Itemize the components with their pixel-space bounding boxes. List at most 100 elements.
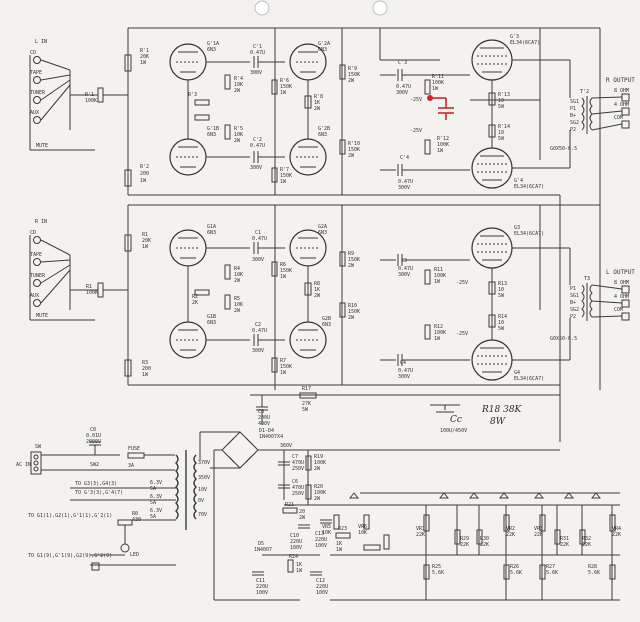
r5-watt: 2W bbox=[234, 308, 241, 314]
rp10-val: 150K bbox=[348, 147, 360, 153]
c12-ref: C13 bbox=[315, 531, 324, 537]
rp4-ref: R'4 bbox=[234, 76, 243, 82]
r1-ref: R1 bbox=[142, 232, 148, 238]
right-jack-cd: CD bbox=[30, 230, 41, 244]
t3-tap-p2: P2 bbox=[570, 314, 576, 320]
left-jack-aux: AUX bbox=[30, 110, 41, 124]
heater-1-label: TO G3(3),G4(3) bbox=[75, 481, 117, 487]
r5-val: 10K bbox=[234, 302, 243, 308]
c7-ref: C7 bbox=[292, 454, 298, 460]
r21-val: 20 bbox=[299, 509, 305, 515]
right-jack-tuner-label: TUNER bbox=[30, 273, 46, 279]
r19-ref: R19 bbox=[314, 454, 323, 460]
rp13-watt: 5W bbox=[498, 104, 505, 110]
c4-ref: C4 bbox=[400, 360, 406, 366]
l-output-title: L OUTPUT bbox=[606, 269, 635, 276]
rp14-ref: R'14 bbox=[498, 124, 510, 130]
r28-val: 5.6K bbox=[588, 570, 600, 576]
c10-ref: C10 bbox=[290, 533, 299, 539]
r29-ref: R29 bbox=[460, 536, 469, 542]
r20-ref: R20 bbox=[314, 484, 323, 490]
tube-g4-type: EL34(6CA7) bbox=[514, 376, 544, 382]
cp4-volt: 300V bbox=[398, 185, 410, 191]
left-mute-label: MUTE bbox=[36, 143, 48, 149]
rp11-watt: 1W bbox=[432, 86, 439, 92]
r8-ref: R8 bbox=[314, 281, 320, 287]
r17-val: 27K bbox=[302, 401, 311, 407]
rp13-ref: R'13 bbox=[498, 92, 510, 98]
tube-g1b-ref: G1B bbox=[207, 314, 216, 320]
r25-ref: R25 bbox=[432, 564, 441, 570]
punch-hole-left bbox=[254, 0, 270, 16]
tube-g2b-ref: G2B bbox=[322, 316, 331, 322]
r1-watt: 1W bbox=[142, 244, 149, 250]
r3-watt: 1W bbox=[142, 372, 149, 378]
right-input-title: R IN bbox=[35, 219, 47, 225]
tube-g1a-ref: G1A bbox=[207, 224, 216, 230]
l-output-8ohm: 8 OHM bbox=[614, 280, 629, 286]
r24-ref: R24 bbox=[289, 554, 298, 560]
l-output-terminal-8 bbox=[621, 285, 630, 294]
r14-ref: R14 bbox=[498, 314, 507, 320]
r14-val: 10 bbox=[498, 320, 504, 326]
rp10-watt: 2W bbox=[348, 153, 355, 159]
rp8-watt: 2W bbox=[314, 106, 321, 112]
tap-10v: 10V bbox=[198, 487, 207, 493]
right-jack-cd-label: CD bbox=[30, 230, 36, 236]
tube-g2a-ref: G2A bbox=[318, 224, 327, 230]
r19-val: 100K bbox=[314, 460, 326, 466]
d5-ref: D5 bbox=[258, 541, 264, 547]
rp4-val: 10K bbox=[234, 82, 243, 88]
tube-g3: G3 EL34(6CA7) bbox=[471, 225, 544, 269]
c6-val: 470U bbox=[292, 485, 304, 491]
rp2-val: 200 bbox=[140, 171, 149, 177]
r11-val: 100K bbox=[434, 273, 446, 279]
sw2-label: SW2 bbox=[90, 462, 99, 468]
tube-gp2a-type: 6N3 bbox=[318, 47, 327, 53]
rp12-val: 100K bbox=[437, 142, 449, 148]
rp10-ref: R'10 bbox=[348, 141, 360, 147]
right-jack-aux-label: AUX bbox=[30, 293, 39, 299]
r10-watt: 2W bbox=[348, 315, 355, 321]
r23-ref: R23 bbox=[338, 526, 347, 532]
r32-val: 22K bbox=[582, 542, 591, 548]
c3-ref: C3 bbox=[401, 258, 407, 264]
tube-gp2a-ref: G'2A bbox=[318, 41, 330, 47]
right-volume-pot-value: 100K bbox=[86, 290, 98, 296]
bridge-rectifier: D1-D4 1N4007X4 bbox=[221, 428, 283, 469]
tube-g1a-type: 6N3 bbox=[207, 230, 216, 236]
c11-volt: 100V bbox=[256, 590, 268, 596]
rp8-ref: R'8 bbox=[314, 94, 323, 100]
tube-g2b-type: 6N3 bbox=[322, 322, 331, 328]
c0-volt: 2000V bbox=[86, 439, 101, 445]
cp4-val: 0.47U bbox=[398, 179, 413, 185]
bias-label-2: -25V bbox=[410, 128, 422, 134]
rp7-ref: R'7 bbox=[280, 167, 289, 173]
tube-g2a-type: 6N3 bbox=[318, 230, 327, 236]
c6-volt: 250V bbox=[292, 491, 304, 497]
vr1-ref: VR1 bbox=[416, 526, 425, 532]
vr1-val: 22K bbox=[416, 532, 425, 538]
c8-ref: C8 bbox=[258, 409, 264, 415]
tube-g2a: G2A 6N3 bbox=[289, 224, 327, 267]
led-label: LED bbox=[130, 552, 139, 558]
r-output-terminal-8 bbox=[621, 93, 630, 102]
r6-val: 150K bbox=[280, 268, 292, 274]
vr6-ref: VR6 bbox=[358, 524, 367, 530]
rp3-ref: R'3 bbox=[188, 92, 197, 98]
c3-volt: 300V bbox=[398, 272, 410, 278]
r-output-8ohm: 8 OHM bbox=[614, 88, 629, 94]
r4-watt: 2W bbox=[234, 278, 241, 284]
r7-val: 150K bbox=[280, 364, 292, 370]
tube-gp1a: G'1A 6N3 bbox=[169, 41, 219, 81]
tube-gp2b-type: 6N3 bbox=[318, 132, 327, 138]
c1-volt: 300V bbox=[252, 257, 264, 263]
tp2-ref: T'2 bbox=[580, 89, 589, 95]
c12-val: 220U bbox=[315, 537, 327, 543]
cp2-ref: C'2 bbox=[253, 137, 262, 143]
r23-val: 1K bbox=[336, 541, 342, 547]
bias-arrows bbox=[348, 492, 602, 499]
cp4-ref: C'4 bbox=[400, 155, 409, 161]
heater-2-amp: 5A bbox=[150, 500, 156, 506]
c2-ref: C2 bbox=[255, 322, 261, 328]
